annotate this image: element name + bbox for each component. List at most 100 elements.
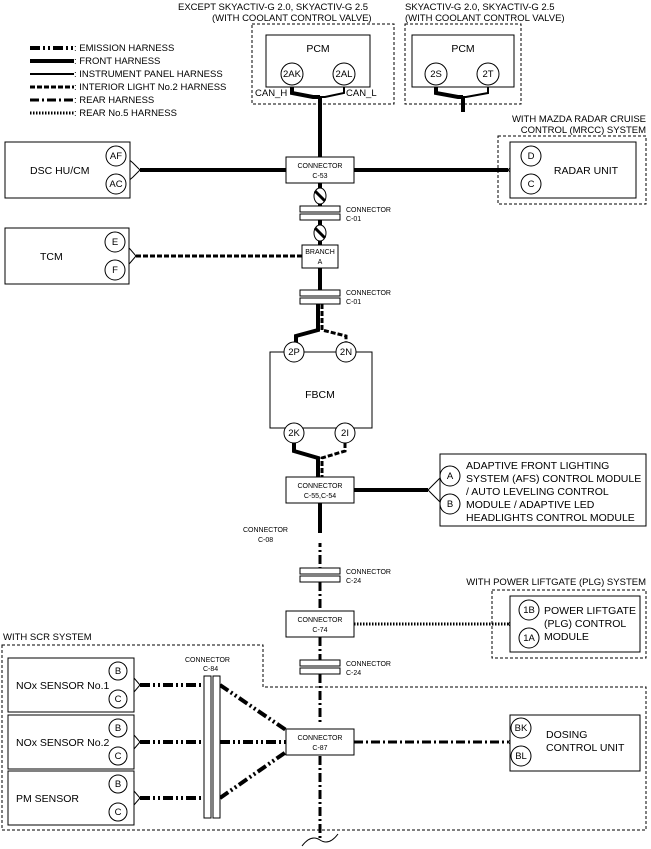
- connector-c53: [285, 156, 355, 184]
- dosing-module-label-line1: DOSING: [546, 729, 587, 741]
- connector-c24b-code: C-24: [346, 670, 361, 677]
- pm-pin-b: [108, 774, 128, 794]
- connector-c24b-label: CONNECTOR: [346, 661, 391, 668]
- wire-c01b-fbcm-2p: [294, 304, 320, 344]
- afs-module-label-line4: MODULE / ADAPTIVE LED: [466, 499, 595, 511]
- connector-c01b-lower: [299, 297, 341, 305]
- connector-c01b-upper: [299, 289, 341, 297]
- fbcm-pin-2p: [283, 341, 305, 363]
- nox1-pin-b: [108, 661, 128, 681]
- radar-pin-c: [520, 173, 542, 195]
- pcm-module-label: PCM: [306, 43, 329, 55]
- connector-c74: [285, 610, 355, 638]
- afs-module-box: [439, 453, 647, 527]
- connector-c08-gap: [312, 533, 328, 543]
- dsc-pin-af: [105, 145, 127, 167]
- nox2-pin-b: [108, 718, 128, 738]
- branch-a: [301, 244, 339, 269]
- nox2-pin-c-label: C: [115, 751, 122, 762]
- connector-c24a-lower: [299, 575, 341, 583]
- tcm-module-label: TCM: [40, 251, 63, 263]
- dsc-module-label: DSC HU/CM: [30, 165, 90, 177]
- tcm-pin-f-label: F: [112, 265, 118, 276]
- pcm2-pin-2t-label: 2T: [482, 69, 493, 80]
- pcm-pin-2al: [332, 62, 356, 86]
- dosing-module-label-line2: CONTROL UNIT: [546, 742, 625, 754]
- plg-module-label-line3: MODULE: [544, 631, 589, 643]
- plg-module-label-line1: POWER LIFTGATE: [544, 605, 636, 617]
- legend-label-front: : FRONT HARNESS: [74, 56, 160, 67]
- note-plg: WITH POWER LIFTGATE (PLG) SYSTEM: [466, 577, 646, 588]
- connector-c84-label: CONNECTOR: [185, 657, 230, 664]
- radar-pin-d: [520, 145, 542, 167]
- fbcm-pin-2n-label: 2N: [340, 347, 352, 358]
- dosing-module-box: [509, 714, 641, 772]
- pcm2-pin-2s-label: 2S: [430, 69, 442, 80]
- wire-afs-fork: [427, 475, 443, 505]
- fbcm-pin-2k: [283, 422, 305, 444]
- wire-pcm2-pin2t: [463, 87, 489, 98]
- nox2-sensor-label: NOx SENSOR No.2: [16, 737, 110, 749]
- plg-pin-1b: [518, 599, 540, 621]
- fbcm-pin-2i: [334, 422, 356, 444]
- connector-c24a-code: C-24: [346, 578, 361, 585]
- fbcm-module-label: FBCM: [305, 389, 335, 401]
- connector-c24b-upper: [299, 659, 341, 667]
- pcm2-pin-2t: [476, 62, 500, 86]
- pcm-pin-2ak-label: 2AK: [283, 69, 302, 80]
- nox2-pin-c: [108, 746, 128, 766]
- pm-pin-b-label: B: [115, 779, 121, 790]
- afs-pin-a: [439, 465, 461, 487]
- pcm2-pin-2s: [424, 62, 448, 86]
- connector-c24b-lower: [299, 667, 341, 675]
- note-mrcc-line2: CONTROL (MRCC) SYSTEM: [521, 125, 646, 136]
- variant-frame: [404, 23, 522, 105]
- pcm-pin-2al-label: 2AL: [336, 69, 353, 80]
- connector-c84-right: [212, 675, 221, 819]
- twisted-pair-icon: [313, 224, 327, 242]
- legend-label-rear-no5: : REAR No.5 HARNESS: [74, 108, 177, 119]
- afs-pin-b-label: B: [447, 499, 453, 510]
- wire-pcm2-pin2s: [434, 87, 463, 99]
- note-mrcc-line1: WITH MAZDA RADAR CRUISE: [512, 114, 646, 125]
- break-mark: [301, 833, 339, 847]
- connector-c74-code: C-74: [312, 627, 327, 634]
- legend-label-instrument-panel: : INSTRUMENT PANEL HARNESS: [74, 69, 223, 80]
- fbcm-module-box: [269, 351, 373, 429]
- connector-c87-code: C-87: [312, 745, 327, 752]
- note-except-variant-line1: EXCEPT SKYACTIV-G 2.0, SKYACTIV-G 2.5: [178, 2, 368, 13]
- connector-c01b-label: CONNECTOR: [346, 290, 391, 297]
- connector-c55-c54-code: C-55,C-54: [304, 493, 336, 500]
- can-l-label: CAN_L: [346, 88, 377, 99]
- wire-c01b-fbcm-2n: [320, 304, 348, 344]
- note-variant-line2: (WITH COOLANT CONTROL VALVE): [405, 13, 565, 24]
- plg-module-label-line2: (PLG) CONTROL: [544, 618, 626, 630]
- dsc-pin-af-label: AF: [110, 151, 122, 162]
- fbcm-pin-2p-label: 2P: [288, 347, 300, 358]
- connector-c24a-upper: [299, 567, 341, 575]
- afs-module-label-line5: HEADLIGHTS CONTROL MODULE: [466, 512, 635, 524]
- harness-legend: : EMISSION HARNESS : FRONT HARNESS : INS…: [30, 43, 226, 119]
- twisted-pair-icon: [313, 187, 327, 205]
- fbcm-pin-2i-label: 2I: [341, 428, 349, 439]
- connector-c55-c54: [285, 476, 355, 504]
- dosing-pin-bk: [510, 717, 532, 739]
- connector-c74-label: CONNECTOR: [298, 617, 343, 624]
- afs-module-label-line1: ADAPTIVE FRONT LIGHTING: [466, 460, 609, 472]
- dsc-pin-ac: [105, 173, 127, 195]
- scr-frame: [1, 644, 647, 831]
- branch-a-code: A: [318, 259, 323, 266]
- connector-c87: [285, 728, 355, 756]
- can-h-label: CAN_H: [255, 88, 287, 99]
- connector-c08-label: CONNECTOR: [243, 527, 288, 534]
- dosing-pin-bk-label: BK: [515, 723, 528, 734]
- plg-pin-1a-label: 1A: [523, 633, 535, 644]
- legend-label-emission: : EMISSION HARNESS: [74, 43, 174, 54]
- fbcm-pin-2n: [335, 341, 357, 363]
- afs-module-label-line2: SYSTEM (AFS) CONTROL MODULE: [466, 473, 641, 485]
- connector-c55-c54-label: CONNECTOR: [298, 483, 343, 490]
- branch-a-label: BRANCH: [305, 249, 335, 256]
- connector-c01a-label: CONNECTOR: [346, 207, 391, 214]
- connector-c01a-upper: [299, 205, 341, 213]
